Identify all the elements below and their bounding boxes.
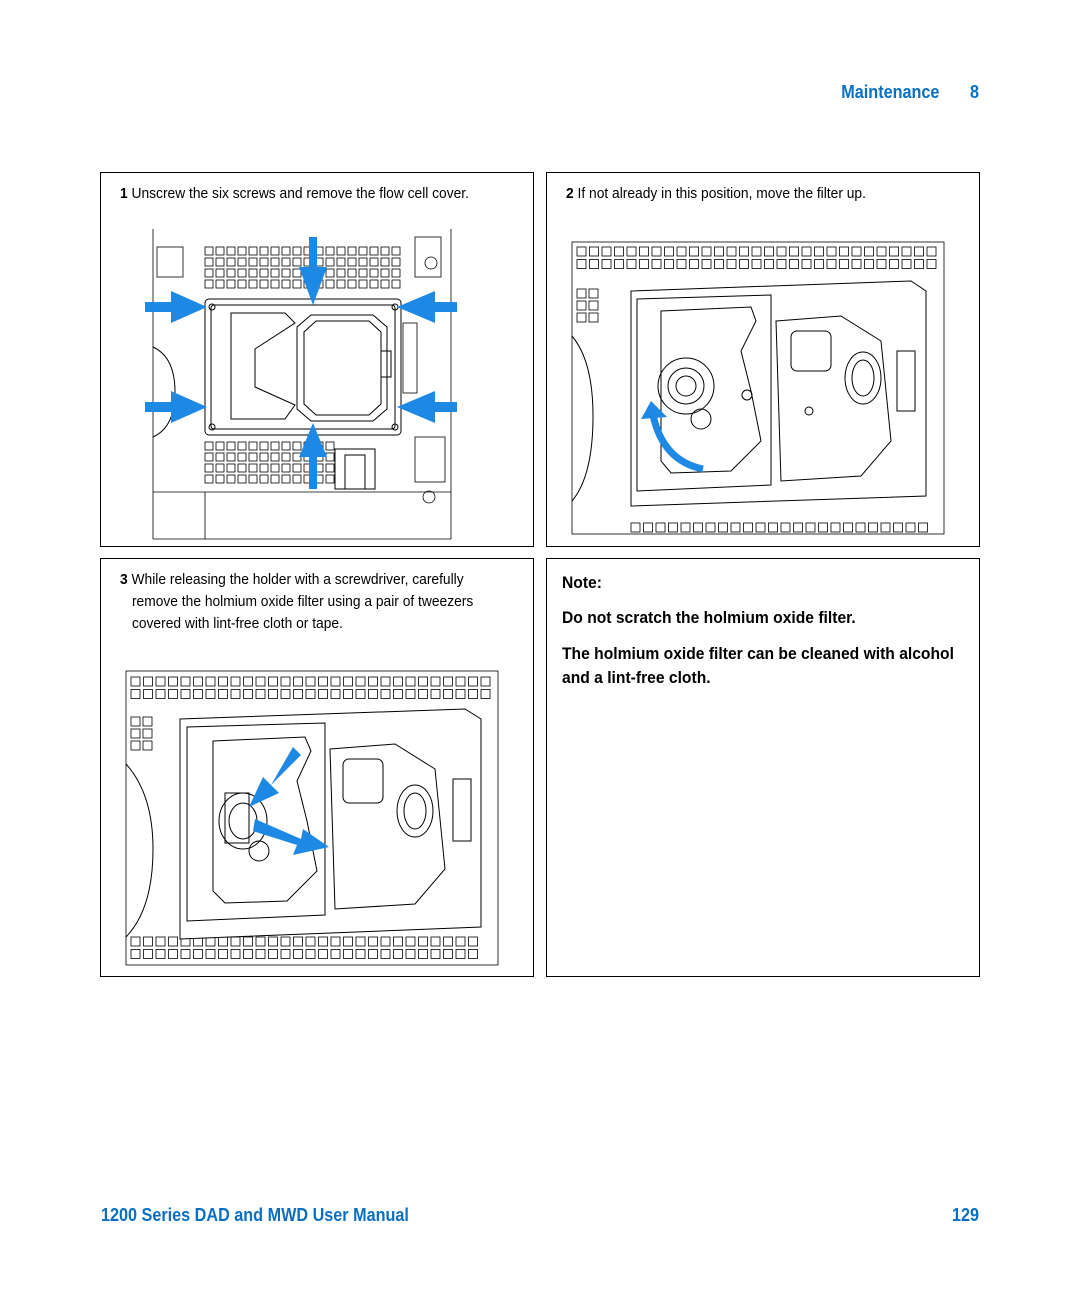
- step-number: 3: [120, 571, 128, 588]
- note-panel: Note: Do not scratch the holmium oxide f…: [546, 558, 980, 977]
- step-3-text: 3 While releasing the holder with a scre…: [120, 569, 525, 635]
- step-instruction-line-3: covered with lint-free cloth or tape.: [131, 615, 343, 632]
- step-instruction-line-1: While releasing the holder with a screwd…: [131, 571, 464, 588]
- step-1-panel: 1 Unscrew the six screws and remove the …: [100, 172, 534, 547]
- chapter-number: 8: [969, 82, 979, 102]
- flow-cell-cover-illustration: [145, 229, 457, 540]
- step-2-panel: 2 If not already in this position, move …: [546, 172, 980, 547]
- step-instruction: If not already in this position, move th…: [577, 185, 866, 202]
- note-line-1: Do not scratch the holmium oxide filter.: [562, 608, 856, 627]
- page-number: 129: [951, 1205, 979, 1225]
- step-number: 1: [120, 185, 128, 202]
- remove-filter-illustration: [125, 670, 499, 966]
- step-instruction: Unscrew the six screws and remove the fl…: [131, 185, 469, 202]
- step-1-text: 1 Unscrew the six screws and remove the …: [120, 183, 525, 205]
- section-title: Maintenance: [841, 82, 940, 102]
- step-instruction-line-2: remove the holmium oxide filter using a …: [131, 593, 474, 610]
- step-2-text: 2 If not already in this position, move …: [566, 183, 971, 205]
- running-header: Maintenance 8: [841, 82, 979, 103]
- manual-title: 1200 Series DAD and MWD User Manual: [101, 1205, 409, 1225]
- filter-position-illustration: [571, 241, 945, 535]
- note-line-2: The holmium oxide filter can be cleaned …: [562, 644, 954, 687]
- step-3-panel: 3 While releasing the holder with a scre…: [100, 558, 534, 977]
- note-label: Note:: [562, 573, 602, 592]
- step-number: 2: [566, 185, 574, 202]
